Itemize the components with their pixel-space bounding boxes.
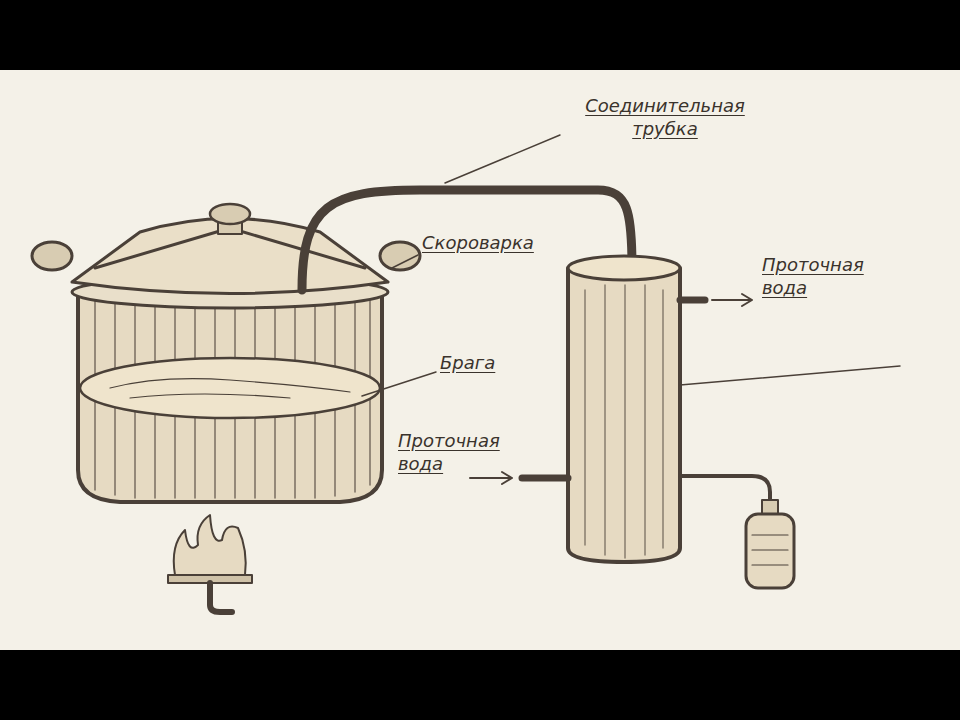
condenser-hatching xyxy=(585,285,663,558)
leader-line xyxy=(680,366,900,385)
part-label: Проточная вода xyxy=(762,254,882,299)
gas-pipe xyxy=(210,583,232,612)
part-label: Проточная вода xyxy=(398,430,518,475)
bottle-neck xyxy=(762,500,778,514)
bottle-hatching xyxy=(752,535,788,565)
condenser-jacket xyxy=(568,268,680,562)
condenser-top xyxy=(568,256,680,280)
pot-lid xyxy=(72,219,388,294)
leader-line xyxy=(392,255,418,268)
mash-ripples xyxy=(110,379,350,398)
leader-line xyxy=(445,135,560,183)
paper-ground xyxy=(0,70,960,650)
water-inlet-pipe xyxy=(522,475,568,482)
part-label: Соединительная трубка xyxy=(565,95,765,140)
mash-surface xyxy=(80,358,380,418)
water-outlet-arrow xyxy=(712,294,752,306)
pot-handle xyxy=(380,242,420,270)
water-inlet-arrow xyxy=(470,472,512,484)
part-label: Брага xyxy=(440,352,530,375)
pot-body xyxy=(78,292,382,502)
water-outlet-pipe xyxy=(680,297,705,304)
product-outlet xyxy=(680,476,770,508)
collection-bottle xyxy=(746,514,794,588)
part-label: Скороварка xyxy=(422,232,552,255)
lid-knob xyxy=(210,204,250,224)
leader-line xyxy=(362,372,436,396)
pot-handle xyxy=(32,242,72,270)
burner-flame xyxy=(174,515,246,575)
